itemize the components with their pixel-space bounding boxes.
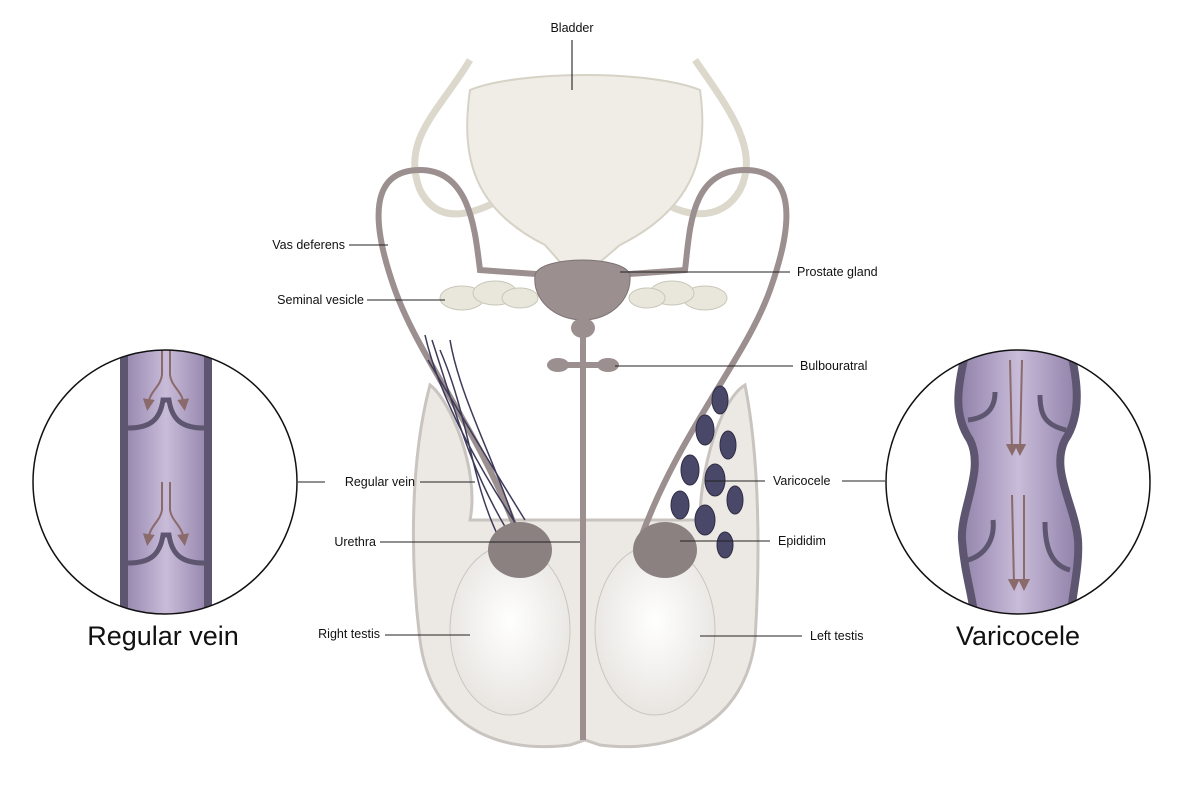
label-seminal-vesicle: Seminal vesicle: [277, 293, 364, 307]
label-bulbouretral: Bulbouratral: [800, 359, 867, 373]
varicocele-inset: [885, 349, 1151, 615]
title-regular-vein: Regular vein: [87, 621, 239, 651]
seminal-vesicles: [439, 280, 728, 311]
label-right-testis: Right testis: [318, 627, 380, 641]
prostate: [534, 259, 631, 321]
urethra: [580, 330, 586, 740]
regular-vein-inset: [32, 349, 298, 615]
label-epididim: Epididim: [778, 534, 826, 548]
leader-lines: [298, 40, 885, 637]
label-left-testis: Left testis: [810, 629, 864, 643]
varicocele-plexus: [670, 385, 744, 559]
label-urethra: Urethra: [334, 535, 376, 549]
regular-vein-plexus: [424, 334, 526, 541]
ureters: [411, 57, 750, 218]
right-epididymis: [488, 522, 552, 578]
label-bladder: Bladder: [550, 21, 593, 35]
bladder: [466, 74, 704, 263]
left-epididymis: [633, 522, 697, 578]
label-varicocele: Varicocele: [773, 474, 830, 488]
label-regular-vein: Regular vein: [345, 475, 415, 489]
label-prostate-gland: Prostate gland: [797, 265, 878, 279]
label-vas-deferens: Vas deferens: [272, 238, 345, 252]
title-varicocele: Varicocele: [956, 621, 1080, 651]
